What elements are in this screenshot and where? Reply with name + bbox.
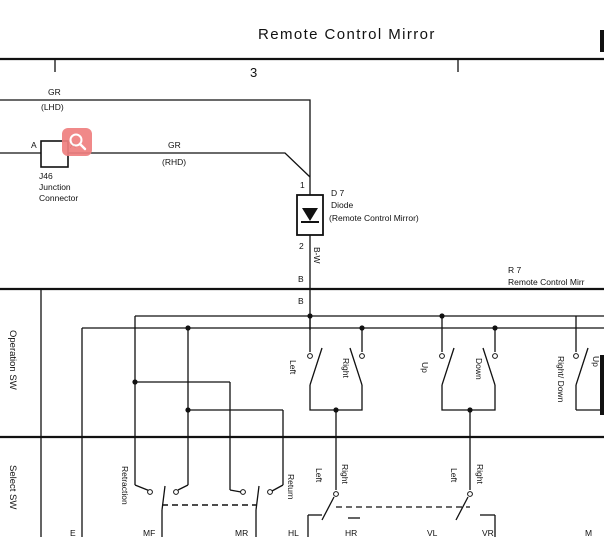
diode-pin-1: 1 [300,180,305,190]
terminal-label-m: M [585,528,592,537]
junction-name-2: Connector [39,193,78,203]
junction-pin-left: A [31,140,37,150]
contact [267,489,273,495]
sel-wire [177,484,189,491]
junction-dot [185,407,191,413]
contact [492,353,498,359]
connector-pin-b: B [298,274,304,284]
contact [307,353,313,359]
op-switch-lr-common [309,385,363,411]
sel-switch-blade [321,496,335,521]
contact [333,491,339,497]
sel-label-retraction: Retraction [120,466,130,505]
sel-switch-blade [161,485,166,511]
sel-switch-blade [255,485,260,511]
contact [439,353,445,359]
sel-label-right-2: Right [475,464,485,484]
op-switch-right-blade [349,347,363,386]
sel-label-left-2: Left [449,468,459,483]
terminal-label-mr: MR [235,528,248,537]
op-switch-ud-common [441,385,496,411]
terminal-label-hl: HL [288,528,299,537]
edge-mark [600,355,604,415]
diagram-title: Remote Control Mirror [258,26,436,43]
terminal-label-e: E [70,528,76,537]
contact [240,489,246,495]
diode-code: D 7 [331,188,345,198]
sel-switch-blade [455,496,469,521]
contact [573,353,579,359]
terminal-label-hr: HR [345,528,357,537]
diode-description: (Remote Control Mirror) [329,213,419,223]
sel-wire [134,484,151,492]
switch-code: R 7 [508,265,522,275]
switch-pin-b: B [298,296,304,306]
sel-label-return: Return [286,474,296,500]
op-label-right: Right [341,358,351,378]
magnifier-icon [69,133,87,151]
sel-label-right-1: Right [340,464,350,484]
junction-name-1: Junction [39,182,71,192]
contact [147,489,153,495]
row-label-select-sw: Select SW [7,465,18,509]
terminal-label-vr: VR [482,528,494,537]
section-number: 3 [250,65,257,80]
diode-pin-2: 2 [299,241,304,251]
op-label-right-down: Right/ Down [556,356,566,403]
zoom-button[interactable] [62,128,92,156]
op-switch-left-blade [309,347,323,386]
op-label-down: Down [474,358,484,380]
wire-note-lhd: (LHD) [41,102,64,112]
op-label-up-partial: Up [591,356,601,367]
op-label-left: Left [288,360,298,375]
edge-mark [600,30,604,52]
diode-name: Diode [331,200,353,210]
terminal-label-mf: MF [143,528,155,537]
sel-wire [229,489,242,493]
wire-color-bw: B-W [312,247,322,264]
contact [173,489,179,495]
op-label-up: Up [420,362,430,373]
row-label-operation-sw: Operation SW [7,330,18,390]
wire-color-gr-rhd: GR [168,140,181,150]
sel-label-left-1: Left [314,468,324,483]
junction-dot [185,325,191,331]
contact [467,491,473,497]
op-switch-partial-blade [575,347,589,386]
junction-dot [132,379,138,385]
wire-gr-lhd [0,99,311,195]
diode-symbol [302,208,318,221]
junction-code: J46 [39,171,53,181]
wire-note-rhd: (RHD) [162,157,186,167]
op-switch-up-blade [441,347,455,386]
op-switch-down-blade [482,347,496,386]
switch-name: Remote Control Mirr [508,277,585,287]
terminal-label-vl: VL [427,528,438,537]
contact [359,353,365,359]
sel-wire [271,484,284,492]
wire-gr-rhd [68,152,311,178]
wire-color-gr-lhd: GR [48,87,61,97]
